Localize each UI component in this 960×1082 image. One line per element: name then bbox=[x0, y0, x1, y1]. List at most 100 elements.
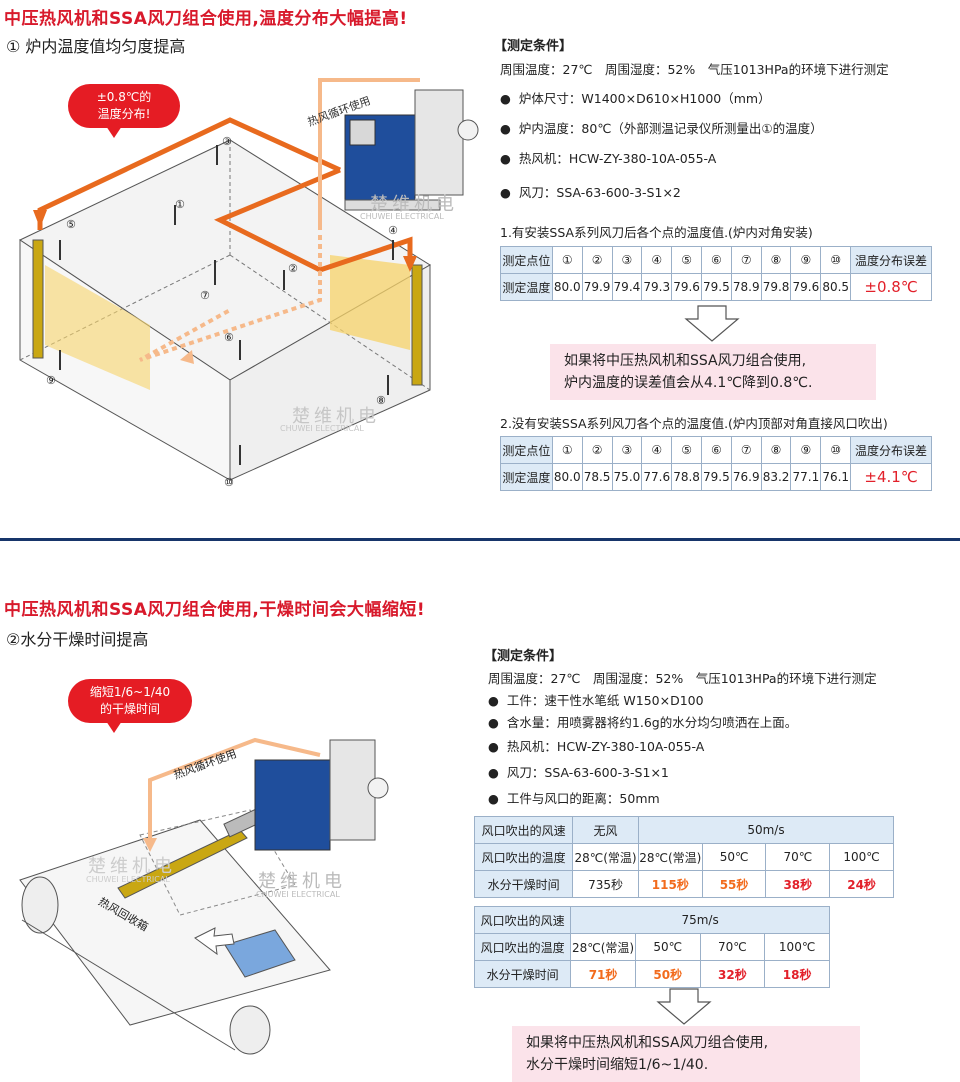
t1-point: ② bbox=[581, 246, 613, 274]
roller-left bbox=[21, 876, 59, 934]
air-knife bbox=[117, 829, 248, 899]
t4-speed-75: 75m/s bbox=[570, 906, 830, 934]
conveyor-illustration bbox=[19, 737, 389, 1055]
t4-speed-label: 风口吹出的风速 bbox=[473, 906, 572, 934]
down-arrow-icon-2 bbox=[656, 988, 712, 1025]
brand-watermark-en-3: CHUWEI ELECTRICAL bbox=[256, 890, 340, 899]
t1-value: 79.3 bbox=[641, 273, 673, 301]
t3-temp: 70℃ bbox=[765, 843, 831, 871]
t2-point: ⑤ bbox=[671, 436, 702, 464]
t3-time-label: 水分干燥时间 bbox=[473, 870, 574, 898]
t3-time: 38秒 bbox=[765, 870, 831, 898]
condition-oven-size: 炉体尺寸：W1400×D610×H1000（mm） bbox=[500, 88, 771, 107]
probe-label-6: ⑥ bbox=[224, 331, 234, 344]
t3-time: 55秒 bbox=[701, 870, 767, 898]
t3-time: 115秒 bbox=[637, 870, 703, 898]
temp-distribution-bubble: ±0.8℃的 温度分布! bbox=[68, 84, 180, 138]
t1-value: 80.5 bbox=[820, 273, 852, 301]
probe-label-5: ⑤ bbox=[66, 218, 76, 231]
condition-distance: 工件与风口的距离：50mm bbox=[488, 788, 660, 807]
probe-label-2: ② bbox=[288, 262, 298, 275]
t4-temp: 28℃(常温) bbox=[570, 933, 636, 961]
section-divider bbox=[0, 538, 960, 541]
table1-caption: 1.有安装SSA系列风刀后各个点的温度值.(炉内对角安装) bbox=[500, 225, 813, 240]
table1-error-label: 温度分布误差 bbox=[850, 246, 932, 274]
t3-speed-label: 风口吹出的风速 bbox=[473, 816, 574, 844]
t3-speed-50: 50m/s bbox=[637, 816, 895, 844]
t2-value: 78.5 bbox=[581, 463, 613, 491]
bubble2-line1: 缩短1/6~1/40 bbox=[89, 685, 171, 699]
probe-label-7: ⑦ bbox=[200, 289, 210, 302]
bubble2-line2: 的干燥时间 bbox=[99, 702, 160, 716]
probe-label-10: ⑩ bbox=[224, 476, 234, 489]
t2-point: ⑩ bbox=[820, 436, 852, 464]
note1-line2: 炉内温度的误差值会从4.1℃降到0.8℃. bbox=[564, 375, 813, 391]
roller-right bbox=[229, 1005, 271, 1055]
t1-value: 79.9 bbox=[581, 273, 613, 301]
t1-point: ⑩ bbox=[820, 246, 852, 274]
t3-time: 735秒 bbox=[572, 870, 639, 898]
t2-value: 79.5 bbox=[700, 463, 732, 491]
t2-point: ③ bbox=[611, 436, 643, 464]
t1-value: 79.8 bbox=[760, 273, 792, 301]
brand-watermark-cn-3: 楚维机电 bbox=[258, 871, 346, 892]
probe-label-3: ③ bbox=[222, 135, 232, 148]
t3-temp-label: 风口吹出的温度 bbox=[473, 843, 574, 871]
condition-knife-1: 风刀：SSA-63-600-3-S1×2 bbox=[500, 182, 681, 201]
return-air-path bbox=[318, 78, 420, 230]
air-curtain-right bbox=[330, 255, 410, 350]
oven-illustration: 热风循环使用 bbox=[18, 78, 479, 481]
note2-line1: 如果将中压热风机和SSA风刀组合使用, bbox=[526, 1035, 769, 1051]
t4-time: 18秒 bbox=[764, 960, 830, 988]
condition-workpiece: 工件：速干性水笔纸 W150×D100 bbox=[488, 690, 704, 709]
down-arrow-icon bbox=[684, 305, 740, 342]
drying-time-bubble: 缩短1/6~1/40 的干燥时间 bbox=[68, 679, 192, 733]
table1-error-value: ±0.8℃ bbox=[850, 273, 932, 301]
circulation-label-2: 热风循环使用 bbox=[171, 747, 239, 782]
t2-value: 80.0 bbox=[551, 463, 583, 491]
brand-watermark-cn: 楚维机电 bbox=[370, 194, 458, 215]
condition-ambient-2: 周围温度：27℃ 周围湿度：52% 气压1013HPa的环境下进行测定 bbox=[488, 671, 877, 686]
t1-point: ⑥ bbox=[700, 246, 732, 274]
hot-air-path-right bbox=[213, 167, 341, 273]
conditions-head-2: 【测定条件】 bbox=[484, 649, 563, 664]
t4-time: 50秒 bbox=[634, 960, 701, 988]
table2-point-label: 测定点位 bbox=[500, 436, 553, 464]
workpiece bbox=[224, 929, 296, 978]
section2-subtitle: ②水分干燥时间提高 bbox=[6, 630, 149, 649]
blower-motor-2 bbox=[254, 759, 331, 851]
t1-value: 79.5 bbox=[700, 273, 732, 301]
table1-temp-label: 测定温度 bbox=[500, 273, 553, 301]
t1-point: ⑦ bbox=[730, 246, 762, 274]
t1-point: ⑨ bbox=[790, 246, 822, 274]
t1-point: ⑤ bbox=[671, 246, 702, 274]
t2-point: ① bbox=[551, 436, 583, 464]
note-box-2: 如果将中压热风机和SSA风刀组合使用, 水分干燥时间缩短1/6~1/40. bbox=[512, 1026, 860, 1082]
t4-temp-label: 风口吹出的温度 bbox=[473, 933, 572, 961]
condition-oven-temp: 炉内温度：80℃（外部测温记录仪所测量出①的温度） bbox=[500, 118, 823, 137]
brand-watermark-en-4: CHUWEI ELECTRICAL bbox=[86, 875, 170, 884]
blower-housing bbox=[414, 89, 464, 196]
conditions-head-1: 【测定条件】 bbox=[494, 39, 573, 54]
probe-label-9: ⑨ bbox=[46, 374, 56, 387]
t1-value: 79.6 bbox=[790, 273, 822, 301]
probe-label-4: ④ bbox=[388, 224, 398, 237]
air-knife-left bbox=[32, 239, 44, 359]
circulation-path-2 bbox=[148, 737, 321, 840]
t1-point: ④ bbox=[641, 246, 673, 274]
probe-labels: ① ② ③ ④ ⑤ ⑥ ⑦ ⑧ ⑨ ⑩ 楚维机电 CHUWEI ELECTRIC… bbox=[0, 60, 480, 500]
t2-point: ④ bbox=[641, 436, 673, 464]
t2-value: 78.8 bbox=[671, 463, 702, 491]
brand-watermark-cn-4: 楚维机电 bbox=[88, 856, 176, 877]
section1-subtitle: ① 炉内温度值均匀度提高 bbox=[6, 37, 186, 56]
t1-value: 79.4 bbox=[611, 273, 643, 301]
t4-time: 32秒 bbox=[699, 960, 766, 988]
note-box-1: 如果将中压热风机和SSA风刀组合使用, 炉内温度的误差值会从4.1℃降到0.8℃… bbox=[550, 344, 876, 400]
t2-value: 75.0 bbox=[611, 463, 643, 491]
condition-ambient-1: 周围温度：27℃ 周围湿度：52% 气压1013HPa的环境下进行测定 bbox=[500, 62, 889, 77]
note2-line2: 水分干燥时间缩短1/6~1/40. bbox=[526, 1057, 709, 1073]
drying-table-75: 风口吹出的风速 75m/s 风口吹出的温度 28℃(常温) 50℃ 70℃ 10… bbox=[473, 906, 830, 988]
drying-table-50: 风口吹出的风速 无风 50m/s 风口吹出的温度 28℃(常温) 28℃(常温)… bbox=[473, 816, 895, 898]
note1-line1: 如果将中压热风机和SSA风刀组合使用, bbox=[564, 353, 807, 369]
section2-title: 中压热风机和SSA风刀组合使用,干燥时间会大幅缩短! bbox=[4, 600, 426, 620]
